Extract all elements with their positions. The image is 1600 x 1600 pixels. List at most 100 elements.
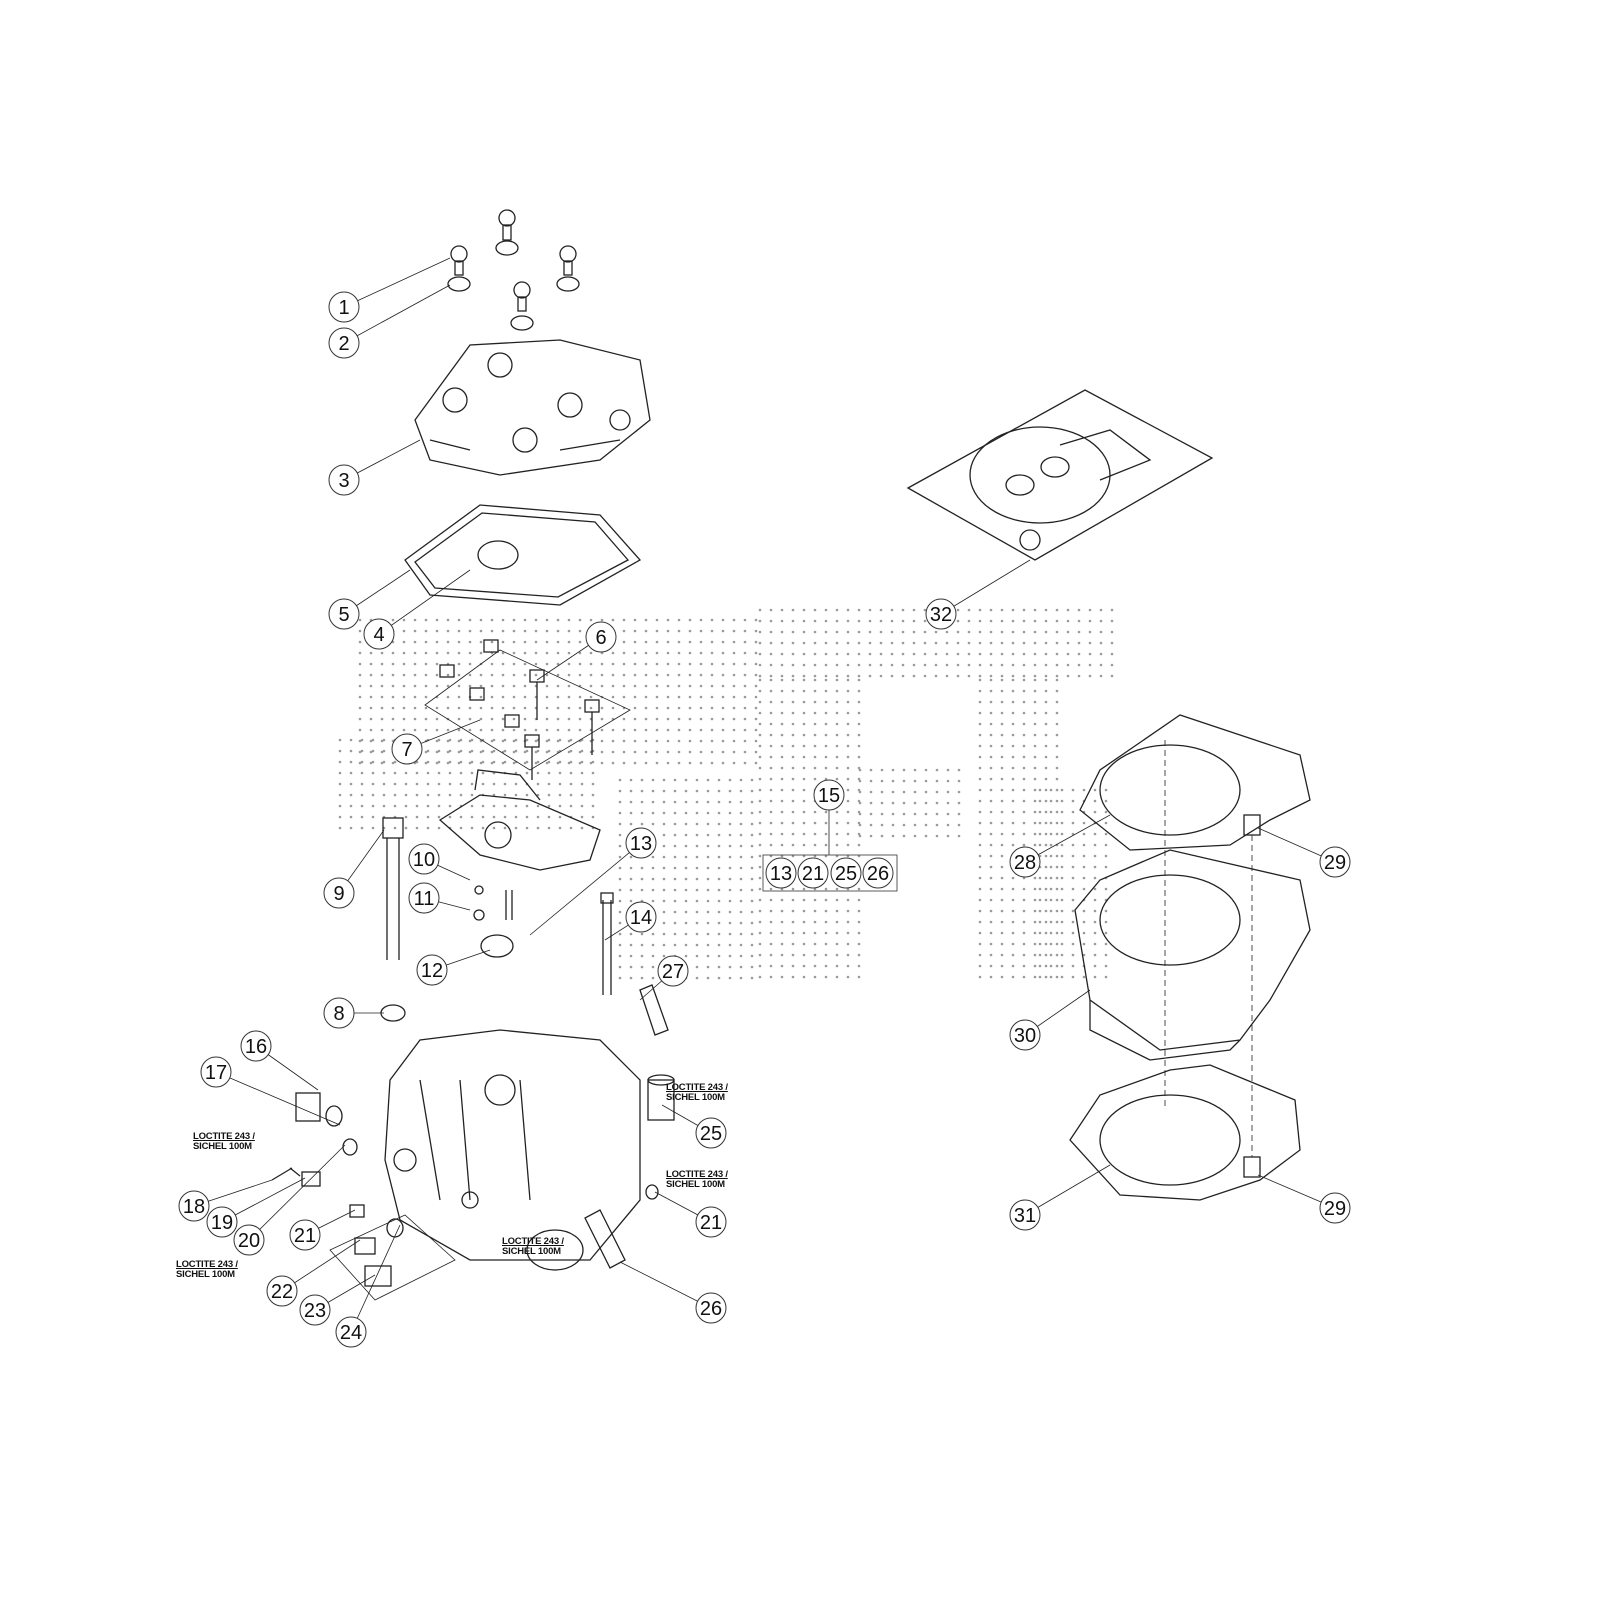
callout-circle <box>266 1275 298 1307</box>
callout-number: 32 <box>930 604 952 626</box>
callout-27[interactable]: 27 <box>657 955 689 987</box>
callout-18[interactable]: 18 <box>178 1190 210 1222</box>
callout-number: 29 <box>1324 1198 1346 1220</box>
callout-23[interactable]: 23 <box>299 1294 331 1326</box>
callout-32[interactable]: 32 <box>925 598 957 630</box>
callout-19[interactable]: 19 <box>206 1206 238 1238</box>
callout-13[interactable]: 13 <box>765 857 797 889</box>
callout-circle <box>328 464 360 496</box>
callout-9[interactable]: 9 <box>323 877 355 909</box>
valve-cover <box>414 339 651 476</box>
callout-number: 20 <box>238 1230 260 1252</box>
callout-3[interactable]: 3 <box>328 464 360 496</box>
callout-circle <box>206 1206 238 1238</box>
callout-number: 26 <box>700 1298 722 1320</box>
callout-26[interactable]: 26 <box>695 1292 727 1324</box>
callout-number: 6 <box>595 627 606 649</box>
note-text: SICHEL 100M <box>666 1092 725 1103</box>
callout-circle <box>625 901 657 933</box>
callout-24[interactable]: 24 <box>335 1316 367 1348</box>
callout-number: 22 <box>271 1281 293 1303</box>
callout-8[interactable]: 8 <box>323 997 355 1029</box>
leader-line <box>940 559 1031 615</box>
callout-17[interactable]: 17 <box>200 1056 232 1088</box>
callout-number: 11 <box>414 888 435 910</box>
callout-circle <box>1319 1192 1351 1224</box>
callout-number: 2 <box>338 333 349 355</box>
callout-28[interactable]: 28 <box>1009 846 1041 878</box>
callout-26[interactable]: 26 <box>862 857 894 889</box>
callout-21[interactable]: 21 <box>797 857 829 889</box>
callout-circle <box>408 843 440 875</box>
callout-10[interactable]: 10 <box>408 843 440 875</box>
small-parts <box>271 817 675 1301</box>
note-text: LOCTITE 243 / <box>666 1082 728 1093</box>
callout-number: 27 <box>662 961 684 983</box>
dowel-pins <box>1164 740 1261 1178</box>
callout-number: 17 <box>205 1062 227 1084</box>
callout-13[interactable]: 13 <box>625 827 657 859</box>
callout-number: 15 <box>818 785 840 807</box>
callout-15[interactable]: 15 <box>813 779 845 811</box>
callout-circle <box>695 1292 727 1324</box>
callout-21[interactable]: 21 <box>695 1206 727 1238</box>
callout-5[interactable]: 5 <box>328 598 360 630</box>
callout-31[interactable]: 31 <box>1009 1199 1041 1231</box>
callout-21[interactable]: 21 <box>289 1219 321 1251</box>
head-gasket <box>1079 714 1311 851</box>
callout-4[interactable]: 4 <box>363 618 395 650</box>
callout-6[interactable]: 6 <box>585 621 617 653</box>
callout-circle <box>1009 846 1041 878</box>
callout-number: 12 <box>421 960 443 982</box>
callout-circle <box>289 1219 321 1251</box>
callout-25[interactable]: 25 <box>695 1117 727 1149</box>
callout-circle <box>830 857 862 889</box>
callout-circle <box>797 857 829 889</box>
cylinder <box>1074 849 1311 1061</box>
callout-circle <box>335 1316 367 1348</box>
leader-line <box>343 257 451 308</box>
callout-7[interactable]: 7 <box>391 733 423 765</box>
callout-circle <box>657 955 689 987</box>
callout-circle <box>233 1224 265 1256</box>
callout-number: 10 <box>413 849 435 871</box>
callout-11[interactable]: 11 <box>408 882 440 914</box>
leader-line <box>378 569 471 635</box>
callout-25[interactable]: 25 <box>830 857 862 889</box>
note-text: SICHEL 100M <box>502 1246 561 1257</box>
cylinder-head <box>384 1029 641 1271</box>
callout-number: 3 <box>338 470 349 492</box>
leader-line <box>619 1261 712 1309</box>
callout-number: 26 <box>867 863 889 885</box>
callout-29[interactable]: 29 <box>1319 846 1351 878</box>
callout-circle <box>328 327 360 359</box>
leader-line <box>343 284 451 344</box>
callout-14[interactable]: 14 <box>625 901 657 933</box>
valve-cover-screws <box>447 209 580 331</box>
note-text: SICHEL 100M <box>176 1269 235 1280</box>
callout-16[interactable]: 16 <box>240 1030 272 1062</box>
callout-22[interactable]: 22 <box>266 1275 298 1307</box>
callout-2[interactable]: 2 <box>328 327 360 359</box>
loctite-note: LOCTITE 243 /SICHEL 100M <box>193 1132 255 1152</box>
callout-circle <box>862 857 894 889</box>
callout-circle <box>765 857 797 889</box>
note-text: LOCTITE 243 / <box>176 1259 238 1270</box>
callout-circle <box>625 827 657 859</box>
loctite-note: LOCTITE 243 /SICHEL 100M <box>666 1170 728 1190</box>
callout-circle <box>1009 1199 1041 1231</box>
callout-circle <box>585 621 617 653</box>
callout-29[interactable]: 29 <box>1319 1192 1351 1224</box>
callout-1[interactable]: 1 <box>328 291 360 323</box>
callout-number: 19 <box>211 1212 233 1234</box>
callout-20[interactable]: 20 <box>233 1224 265 1256</box>
callout-12[interactable]: 12 <box>416 954 448 986</box>
camshaft-bridge <box>438 769 601 871</box>
note-text: SICHEL 100M <box>193 1141 252 1152</box>
callout-30[interactable]: 30 <box>1009 1019 1041 1051</box>
callout-number: 21 <box>802 863 824 885</box>
callout-number: 21 <box>294 1225 316 1247</box>
callout-number: 7 <box>401 739 412 761</box>
